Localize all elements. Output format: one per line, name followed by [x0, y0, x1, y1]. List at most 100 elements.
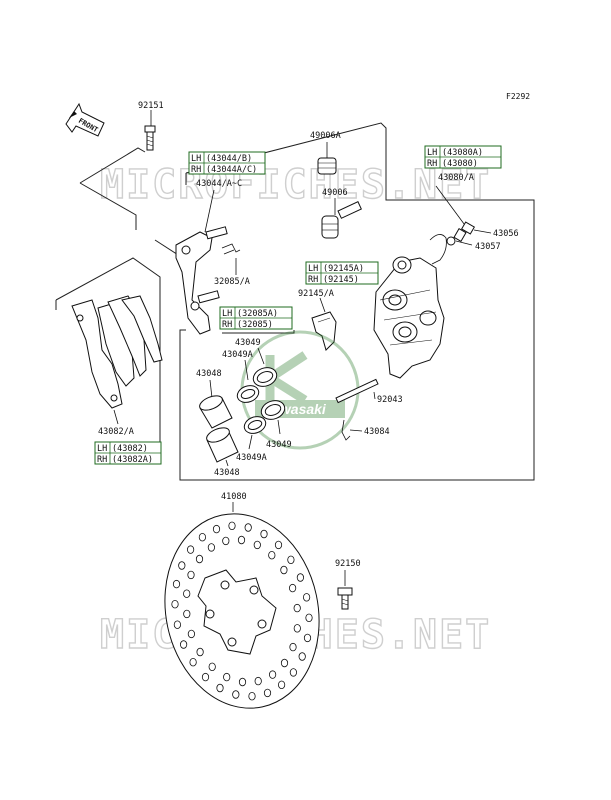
label-92043: 92043 [377, 395, 403, 405]
disc-hole [183, 609, 191, 619]
disc-hole [196, 647, 204, 657]
clip-rh-value: (32085) [237, 320, 273, 330]
label-43082: 43082/A [98, 427, 134, 437]
figure-id: F2292 [506, 92, 530, 101]
disc-hole [289, 642, 297, 652]
label-92151: 92151 [138, 101, 164, 111]
bracket-lh-tag: LH [191, 154, 201, 164]
disc-hole [289, 668, 297, 677]
bracket-lhrh-box: LH (43044/B) RH (43044A/C) [188, 151, 266, 175]
seal-43049a-upper [236, 385, 260, 403]
disc-hole [187, 629, 195, 639]
boot-49006 [321, 198, 362, 239]
label-43084: 43084 [364, 427, 390, 437]
front-arrow-icon: FRONT [65, 102, 105, 137]
label-49006: 49006 [322, 188, 348, 198]
clip-lh-value: (32085A) [237, 309, 278, 319]
disc-hole [237, 535, 246, 545]
label-41080: 41080 [221, 492, 247, 502]
disc-hole [180, 640, 188, 649]
disc-hole [263, 688, 272, 698]
disc-hole [298, 652, 306, 661]
caliper-43080 [373, 185, 471, 379]
disc-hole [223, 672, 231, 682]
disc-hole [232, 690, 240, 699]
label-43044: 43044/A~C [196, 179, 242, 189]
bracket-lh-value: (43044/B) [206, 154, 252, 164]
disc-hole [244, 523, 252, 532]
bracket-rh-tag: RH [191, 165, 201, 175]
disc-hole [178, 561, 186, 570]
disc-hole [268, 551, 276, 560]
piston-43048-upper [199, 395, 233, 429]
disc-hole [198, 533, 206, 542]
label-43049a-upper: 43049A [222, 350, 253, 360]
disc-hole [303, 633, 312, 643]
spring-lh-value: (92145A) [323, 264, 364, 274]
disc-hole [293, 624, 301, 633]
brake-disc-41080 [164, 513, 320, 709]
label-49006a: 49006A [310, 131, 341, 141]
label-92145: 92145/A [298, 289, 334, 299]
clip-lh-tag: LH [222, 309, 232, 319]
spring-lh-tag: LH [308, 264, 318, 274]
disc-hole [287, 555, 295, 564]
disc-hole [305, 613, 313, 622]
piston-43048-lower [206, 427, 239, 463]
disc-hole [216, 683, 224, 693]
clip-rh-tag: RH [222, 320, 232, 330]
bracket-rh-value: (43044A/C) [206, 165, 257, 175]
disc-hole [207, 543, 215, 552]
disc-hole [195, 554, 204, 564]
pads-43082 [71, 295, 163, 409]
disc-hole [293, 603, 301, 613]
seal-boot-49006a [317, 142, 337, 175]
label-43049-lower: 43049 [266, 440, 292, 450]
spring-92145 [311, 311, 337, 351]
disc-hole [173, 620, 181, 629]
disc-hole [189, 658, 197, 667]
seal-43049-upper [252, 367, 278, 387]
disc-hole [248, 692, 256, 701]
spring-lhrh-box: LH (92145A) RH (92145) [305, 261, 379, 285]
bolt-92151 [144, 110, 156, 151]
pin-clip-43084 [341, 419, 363, 441]
pads-rh-tag: RH [97, 455, 107, 465]
disc-hole [274, 540, 283, 550]
disc-hole [280, 565, 288, 575]
bleeder-43056 [446, 221, 492, 246]
spring-rh-tag: RH [308, 275, 318, 285]
disc-hole [277, 680, 286, 689]
caliper-rh-value: (43080) [442, 159, 478, 169]
seal-43049-lower [260, 400, 286, 420]
pads-lh-tag: LH [97, 444, 107, 454]
disc-hole [212, 524, 221, 534]
disc-hole [253, 540, 261, 550]
disc-hole [288, 583, 297, 593]
disc-bolt-92150 [337, 587, 353, 610]
caliper-lh-value: (43080A) [442, 148, 483, 158]
disc-hole [187, 545, 195, 554]
caliper-lh-tag: LH [427, 148, 437, 158]
disc-hole [228, 521, 236, 530]
label-43048-upper: 43048 [196, 369, 222, 379]
disc-hole [171, 600, 179, 609]
disc-hole [208, 662, 216, 671]
label-43049a-lower: 43049A [236, 453, 267, 463]
seal-43049a-lower [243, 416, 267, 434]
label-43048-lower: 43048 [214, 468, 240, 478]
pads-rh-value: (43082A) [112, 455, 153, 465]
disc-hole [254, 676, 262, 686]
label-43049-upper: 43049 [235, 338, 261, 348]
spring-rh-value: (92145) [323, 275, 359, 285]
disc-hole [238, 677, 247, 687]
caliper-lhrh-box: LH (43080A) RH (43080) [424, 145, 502, 169]
label-32085: 32085/A [214, 277, 250, 287]
label-43057: 43057 [475, 242, 501, 252]
caliper-rh-tag: RH [427, 159, 437, 169]
disc-hole [260, 529, 268, 539]
disc-hole [296, 573, 304, 582]
disc-hole [172, 579, 181, 589]
clip-lhrh-box: LH (32085A) RH (32085) [219, 306, 293, 330]
pads-lhrh-box: LH (43082) RH (43082A) [94, 441, 162, 465]
